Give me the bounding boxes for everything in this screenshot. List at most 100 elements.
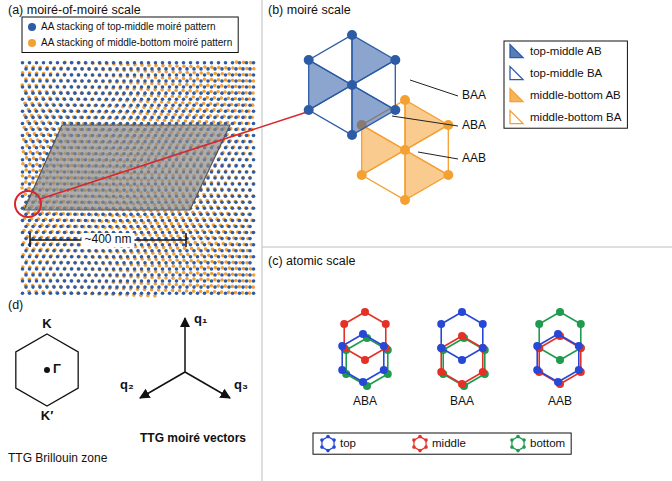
moire-dot (21, 134, 25, 138)
moire-dot (59, 273, 63, 277)
moire-dot (98, 74, 102, 78)
moire-dot (21, 170, 25, 174)
moire-dot (238, 170, 242, 174)
moire-dot (168, 64, 172, 68)
moire-dot (87, 92, 91, 96)
moire-dot (69, 291, 73, 295)
moire-dot (238, 79, 242, 83)
moire-dot (224, 157, 228, 161)
moire-dot (214, 266, 218, 270)
moire-dot (105, 291, 109, 295)
moire-dot (161, 219, 165, 223)
moire-dot (217, 66, 221, 70)
panel-divider (262, 0, 263, 481)
moire-dot (77, 279, 81, 283)
moire-dot (24, 237, 28, 241)
moire-dot (202, 284, 206, 288)
moire-dot (28, 110, 32, 114)
moire-dot (122, 273, 126, 277)
moire-dot (136, 273, 140, 277)
moire-dot (80, 225, 84, 229)
moire-dot (165, 252, 169, 256)
moire-dot (84, 73, 88, 77)
moire-dot (52, 285, 56, 289)
moire-dot (248, 85, 252, 89)
moire-dot (154, 291, 158, 295)
moire-dot (93, 104, 97, 108)
moire-dot (59, 249, 63, 253)
moire-dot (252, 182, 256, 186)
moire-dot (224, 66, 228, 70)
moire-dot (223, 284, 227, 288)
moire-dot (45, 249, 49, 253)
moire-dot (231, 66, 235, 70)
moire-dot (84, 85, 88, 89)
moire-dot (175, 258, 179, 262)
moire-dot (221, 266, 225, 270)
moire-dot (170, 119, 174, 123)
moire-dot (101, 92, 105, 96)
moire-dot (228, 151, 232, 155)
moire-dot (154, 267, 158, 271)
moire-dot (73, 285, 77, 289)
moire-dot (249, 152, 253, 156)
moire-dot (87, 274, 91, 278)
moire-dot (74, 249, 78, 253)
moire-dot (49, 267, 53, 271)
moire-dot (21, 194, 25, 198)
moire-dot (115, 285, 119, 289)
moire-dot (70, 219, 74, 223)
moire-dot (56, 231, 60, 235)
moire-dot (105, 279, 109, 283)
moire-dot (59, 285, 63, 289)
moire-dot (122, 213, 126, 217)
moire-dot (175, 267, 179, 271)
moire-dot (69, 97, 73, 101)
moire-dot (115, 273, 119, 277)
moire-dot (56, 266, 60, 270)
moire-dot (98, 85, 102, 89)
moire-dot (90, 86, 94, 90)
moire-dot (63, 255, 67, 259)
moire-dot (122, 261, 126, 265)
moire-dot (35, 170, 39, 174)
moire-dot (189, 259, 193, 263)
moire-dot (77, 85, 81, 89)
moire-dot (169, 246, 173, 250)
moire-dot (168, 282, 172, 286)
moire-dot (21, 174, 25, 178)
moire-dot (237, 194, 241, 198)
moire-dot (189, 65, 193, 69)
moire-dot (178, 285, 182, 289)
moire-dot (178, 83, 182, 87)
moire-dot (84, 267, 88, 271)
moire-dot (24, 152, 28, 156)
moire-dot (94, 213, 98, 217)
moire-dot (140, 291, 144, 295)
moire-dot (28, 73, 32, 77)
moire-dot (24, 176, 28, 180)
moire-dot (238, 67, 242, 71)
moire-dot (21, 291, 25, 295)
moire-dot (188, 283, 192, 287)
moire-dot (28, 134, 32, 138)
moire-dot (192, 261, 196, 265)
moire-dot (228, 163, 232, 167)
moire-dot (87, 116, 91, 120)
moire-dot (97, 86, 101, 90)
moire-dot (112, 279, 116, 283)
moire-dot (230, 194, 234, 198)
moire-dot (80, 285, 84, 289)
moire-dot (227, 84, 231, 88)
moire-dot (73, 67, 77, 71)
moire-dot (45, 213, 49, 217)
moire-dot (70, 231, 74, 235)
moire-dot (52, 261, 56, 265)
moire-dot (21, 243, 25, 247)
moire-dot (80, 273, 84, 277)
moire-dot (251, 206, 255, 210)
moire-dot (66, 103, 70, 107)
moire-dot (35, 175, 39, 179)
moire-dot (206, 278, 210, 282)
moire-dot (80, 103, 84, 107)
